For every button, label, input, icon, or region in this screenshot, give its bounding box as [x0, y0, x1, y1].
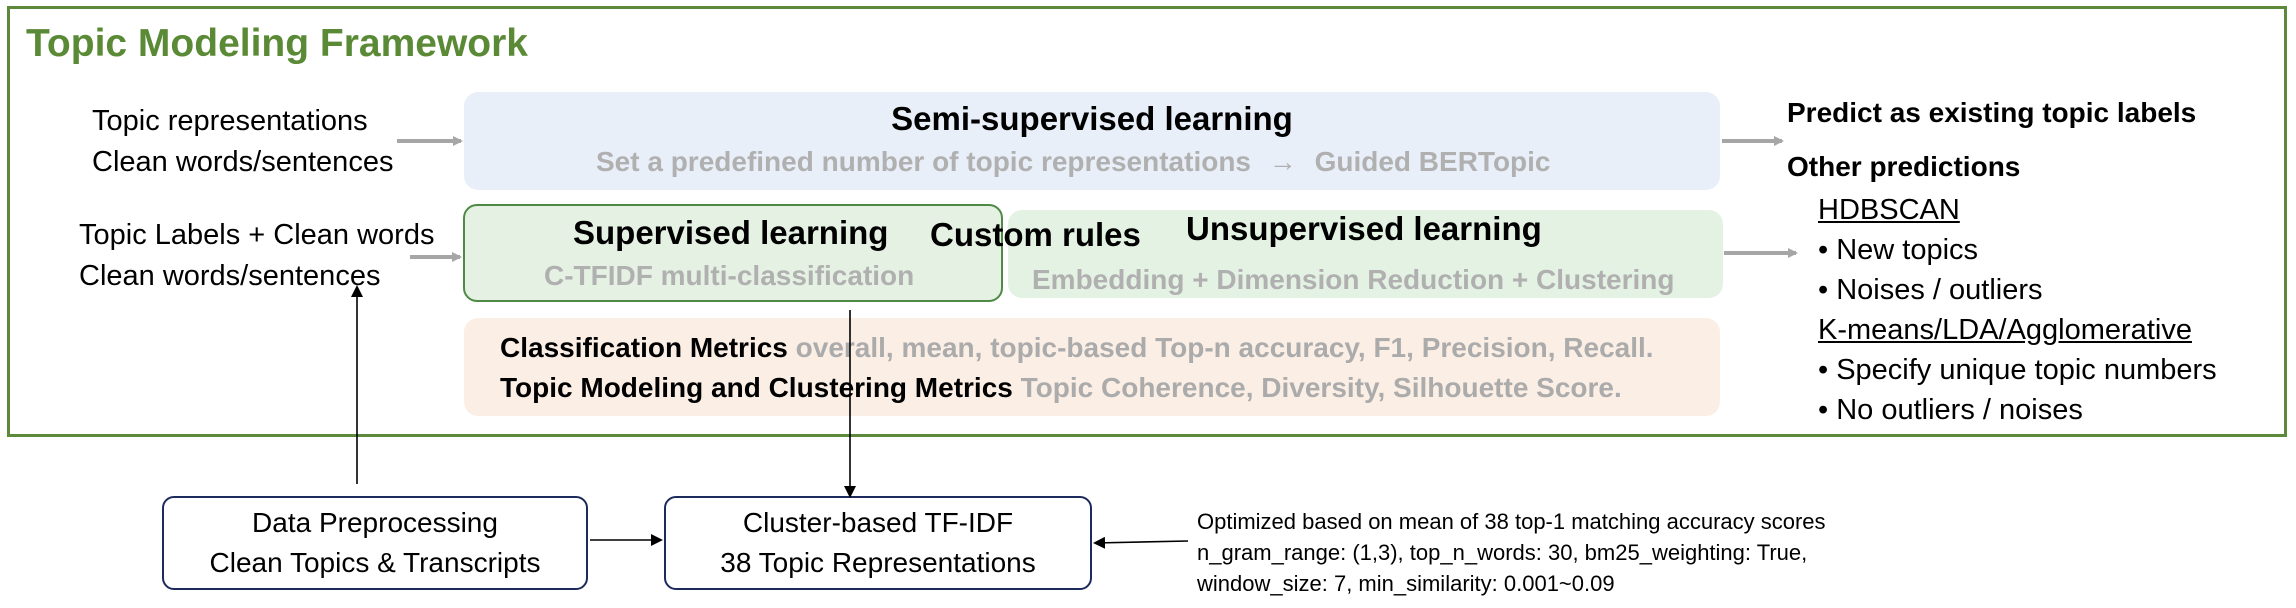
semi-subtitle-arrow: → — [1268, 146, 1297, 177]
sup-input-line-2: Clean words/sentences — [79, 260, 381, 292]
preprocessing-line-1: Data Preprocessing — [252, 507, 498, 538]
semi-subtitle-right: Guided BERTopic — [1314, 146, 1551, 177]
supervised-subtitle: C-TFIDF multi-classification — [544, 260, 915, 291]
ctfidf-box: Cluster-based TF-IDF 38 Topic Representa… — [664, 496, 1092, 590]
semi-supervised-box — [464, 92, 1720, 190]
supervised-box — [463, 204, 1003, 302]
unsupervised-title: Unsupervised learning — [1186, 210, 1542, 247]
ctfidf-line-1: Cluster-based TF-IDF — [742, 507, 1014, 538]
semi-input-line-2: Clean words/sentences — [92, 146, 394, 178]
kmeans-label: K-means/LDA/Agglomerative — [1818, 314, 2192, 346]
sup-input-line-1: Topic Labels + Clean words — [79, 219, 435, 251]
framework-frame — [7, 6, 2287, 437]
hdbscan-item: • Noises / outliers — [1818, 274, 2043, 306]
optimization-notes: Optimized based on mean of 38 top-1 matc… — [1197, 506, 1826, 599]
unsupervised-subtitle: Embedding + Dimension Reduction + Cluste… — [1032, 264, 1675, 295]
semi-supervised-subtitle: Set a predefined number of topic represe… — [596, 146, 1551, 178]
classification-metrics-label: Classification Metrics — [500, 332, 788, 363]
topic-metrics-label: Topic Modeling and Clustering Metrics — [500, 372, 1013, 403]
hdbscan-item: • New topics — [1818, 234, 1979, 266]
predict-existing-label: Predict as existing topic labels — [1787, 97, 2197, 128]
arrow-optimization-to-ctfidf — [1093, 536, 1189, 549]
semi-subtitle-left: Set a predefined number of topic represe… — [596, 146, 1252, 177]
supervised-title: Supervised learning — [573, 214, 889, 251]
kmeans-item: • Specify unique topic numbers — [1818, 354, 2217, 386]
topic-metrics-line: Topic Modeling and Clustering Metrics To… — [500, 372, 1622, 404]
preprocessing-box: Data Preprocessing Clean Topics & Transc… — [162, 496, 588, 590]
other-predictions-label: Other predictions — [1787, 151, 2021, 182]
semi-supervised-title: Semi-supervised learning — [891, 100, 1293, 137]
hdbscan-label: HDBSCAN — [1818, 194, 1960, 226]
unsupervised-box — [1008, 210, 1723, 298]
semi-input-line-1: Topic representations — [92, 105, 368, 137]
optimization-line-2: n_gram_range: (1,3), top_n_words: 30, bm… — [1197, 540, 1808, 565]
topic-metrics-values: Topic Coherence, Diversity, Silhouette S… — [1020, 372, 1622, 403]
metrics-box — [464, 318, 1720, 416]
classification-metrics-values: overall, mean, topic-based Top-n accurac… — [795, 332, 1654, 363]
kmeans-item: • No outliers / noises — [1818, 394, 2083, 426]
ctfidf-line-2: 38 Topic Representations — [720, 547, 1036, 578]
semi-inputs: Topic representations Clean words/senten… — [92, 101, 393, 183]
optimization-line-3: window_size: 7, min_similarity: 0.001~0.… — [1197, 571, 1615, 596]
preprocessing-line-2: Clean Topics & Transcripts — [209, 547, 541, 578]
optimization-line-1: Optimized based on mean of 38 top-1 matc… — [1197, 509, 1826, 534]
custom-rules-label: Custom rules — [930, 216, 1141, 253]
classification-metrics-line: Classification Metrics overall, mean, to… — [500, 332, 1654, 364]
sup-inputs: Topic Labels + Clean words Clean words/s… — [79, 215, 434, 297]
framework-title: Topic Modeling Framework — [26, 22, 528, 65]
